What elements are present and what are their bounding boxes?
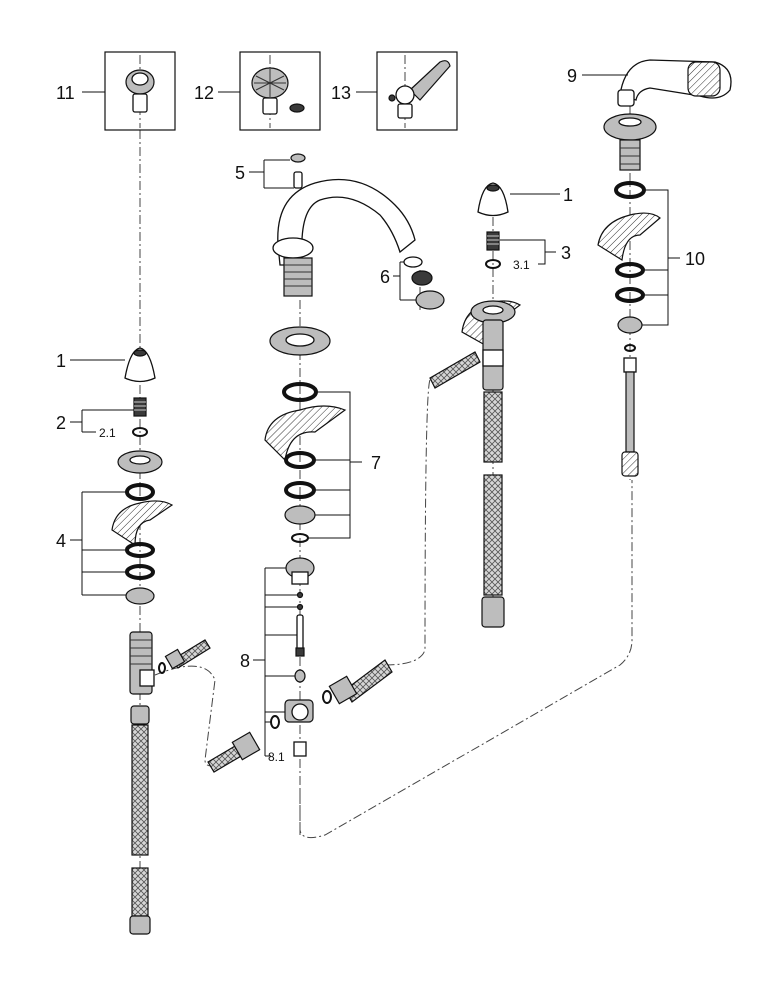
callout-10: 10 [685, 249, 705, 269]
spout-assembly [264, 153, 445, 757]
callout-12: 12 [194, 83, 214, 103]
callout-6: 6 [380, 267, 390, 287]
right-valve-assembly [429, 182, 522, 628]
left-valve-assembly [111, 347, 211, 935]
accessory-box-11 [104, 51, 176, 131]
callout-9: 9 [567, 66, 577, 86]
callout-3-1: 3.1 [513, 258, 530, 272]
accessory-box-12 [239, 51, 321, 131]
accessory-box-13 [376, 51, 458, 131]
callout-3: 3 [561, 243, 571, 263]
callout-2: 2 [56, 413, 66, 433]
callout-8: 8 [240, 651, 250, 671]
callout-1-left: 1 [56, 351, 66, 371]
callout-7: 7 [371, 453, 381, 473]
callout-8-1: 8.1 [268, 750, 285, 764]
callout-labels: 11 12 13 9 5 6 1 3 3.1 1 2 2.1 4 7 8 8.1… [56, 66, 705, 764]
callout-5: 5 [235, 163, 245, 183]
mixer-connection-hoses [207, 659, 393, 773]
handshower-assembly [597, 59, 732, 477]
callout-1-right: 1 [563, 185, 573, 205]
leader-lines [70, 74, 680, 757]
callout-13: 13 [331, 83, 351, 103]
callout-11: 11 [56, 83, 75, 103]
callout-2-1: 2.1 [99, 426, 116, 440]
callout-4: 4 [56, 531, 66, 551]
